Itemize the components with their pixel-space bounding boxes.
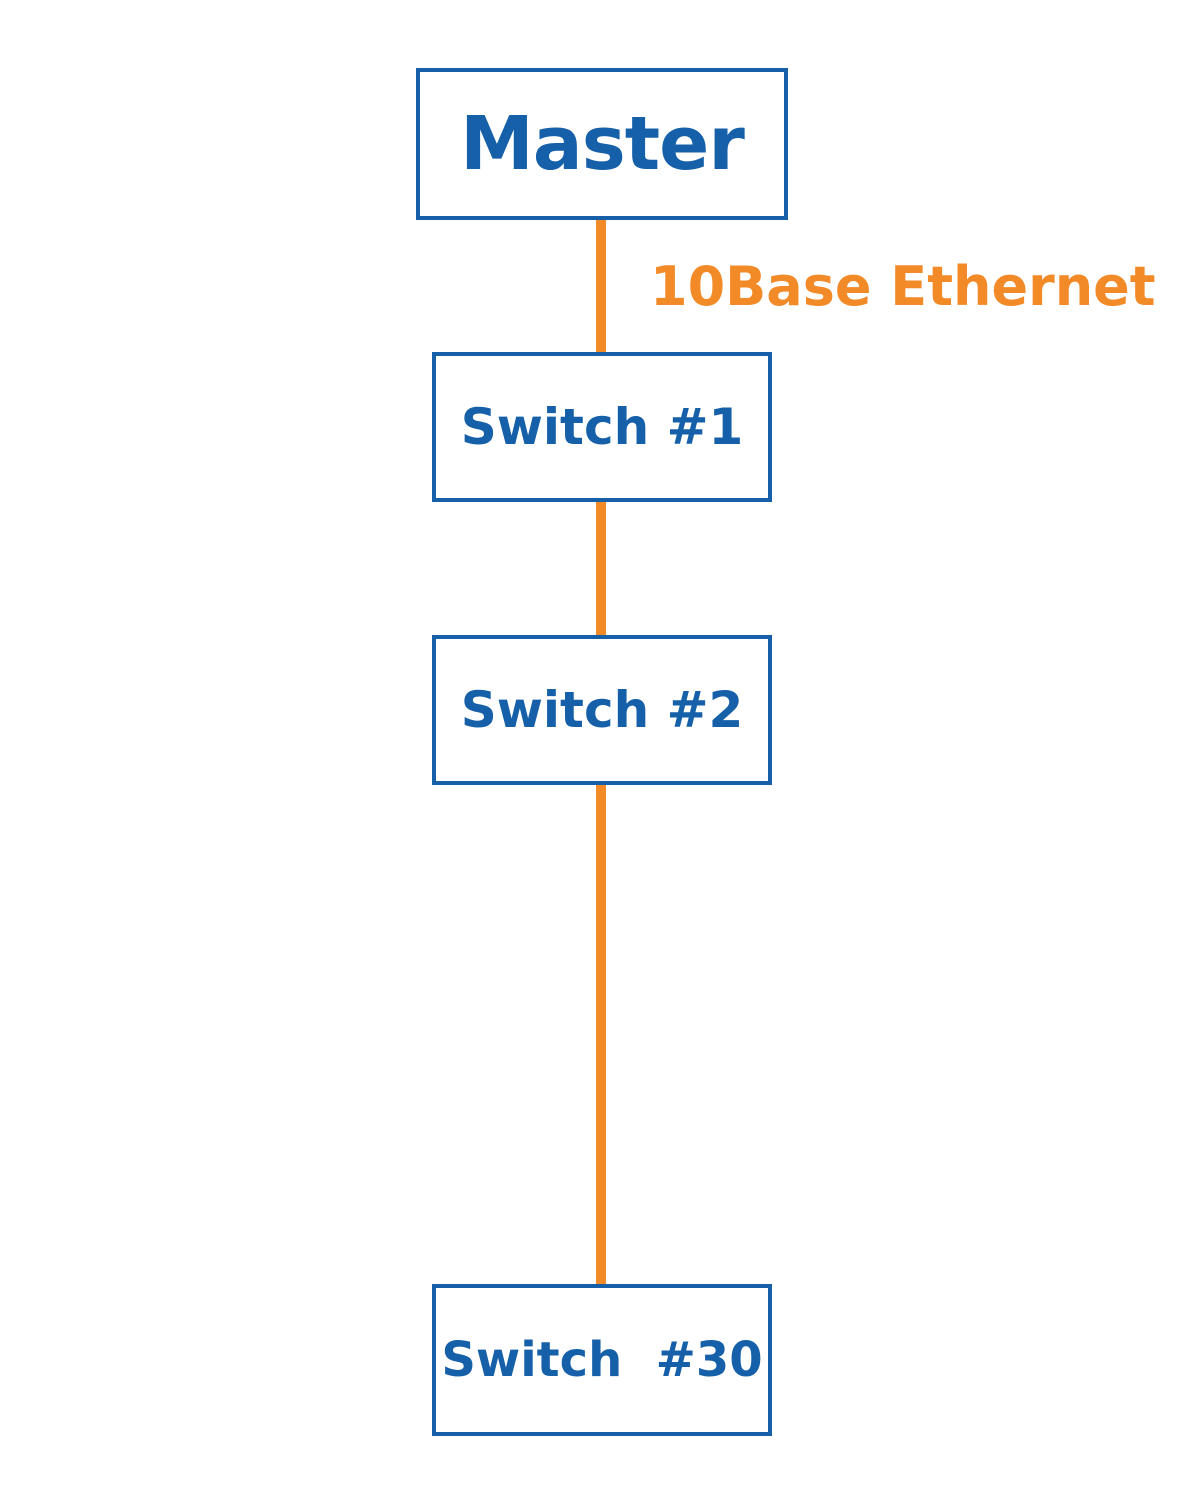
switch-2-node: Switch #2 bbox=[432, 635, 772, 785]
ethernet-label: 10Base Ethernet bbox=[650, 255, 1156, 318]
link-switch-2-switch-30 bbox=[596, 784, 606, 1286]
switch-30-node: Switch #30 bbox=[432, 1284, 772, 1436]
switch-1-node: Switch #1 bbox=[432, 352, 772, 502]
master-node: Master bbox=[416, 68, 788, 220]
link-master-switch-1 bbox=[596, 218, 606, 354]
link-switch-1-switch-2 bbox=[596, 501, 606, 637]
